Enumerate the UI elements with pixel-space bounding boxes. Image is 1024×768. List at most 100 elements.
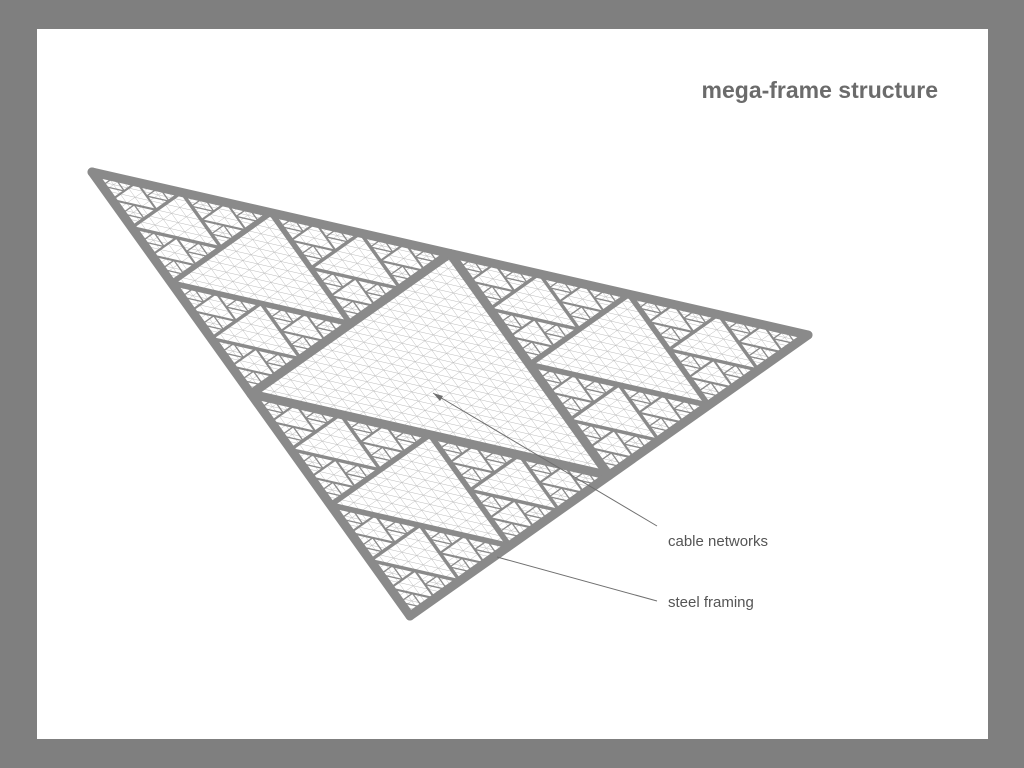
steel-member [364, 282, 379, 293]
steel-member [499, 322, 523, 329]
steel-member [474, 539, 488, 551]
steel-member [581, 306, 593, 322]
steel-member [290, 344, 314, 351]
steel-member [548, 287, 573, 294]
steel-member [551, 368, 563, 385]
steel-member [265, 361, 289, 369]
steel-member [315, 317, 329, 329]
steel-member [479, 494, 493, 505]
steel-member [210, 224, 225, 235]
steel-member [402, 265, 414, 281]
steel-member [235, 215, 260, 223]
steel-member [252, 370, 265, 386]
steel-member [429, 538, 453, 546]
cable-line [118, 208, 776, 359]
cable-line [350, 304, 674, 533]
cable-line [138, 236, 751, 377]
steel-member [531, 341, 543, 357]
cable-line [336, 297, 645, 515]
steel-member [352, 509, 364, 525]
steel-member [459, 266, 483, 274]
steel-member [623, 434, 638, 445]
steel-member [471, 466, 483, 483]
steel-member [678, 362, 702, 370]
steel-member [439, 439, 454, 450]
steel-member [543, 332, 568, 339]
cable-line [345, 229, 552, 517]
steel-member [558, 396, 573, 407]
cable-line [164, 273, 718, 400]
cable-line [283, 440, 568, 506]
cable-line [363, 310, 704, 552]
cable-line [257, 403, 601, 482]
steel-framing-label: steel framing [668, 594, 754, 611]
steel-member [327, 317, 339, 334]
steel-member [357, 464, 369, 480]
steel-member [491, 285, 503, 301]
outer-frame [87, 167, 813, 621]
cable-line [524, 270, 651, 447]
cable-line [181, 192, 460, 582]
cable-line [255, 209, 502, 552]
cable-line [270, 263, 495, 422]
steel-member [568, 314, 593, 322]
steel-member [670, 326, 682, 342]
cable-line [336, 514, 502, 552]
steel-member [439, 447, 463, 455]
steel-member [282, 307, 294, 324]
cable-line [164, 209, 257, 274]
steel-member [499, 313, 513, 324]
steel-member [640, 389, 652, 405]
cable-line [230, 366, 635, 459]
cable-line [191, 310, 684, 424]
steel-member [280, 225, 304, 233]
steel-member [300, 253, 324, 261]
steel-member [290, 335, 304, 346]
steel-member [185, 242, 200, 253]
cable-line [124, 188, 167, 219]
steel-member [362, 418, 374, 435]
steel-member [272, 398, 284, 414]
steel-member [270, 316, 294, 324]
mega-frame-diagram [87, 167, 813, 621]
steel-member [578, 424, 593, 435]
steel-member [302, 335, 314, 351]
steel-member [548, 487, 563, 498]
cable-line [315, 222, 535, 529]
cable-line [158, 264, 726, 394]
cable-line [226, 202, 485, 564]
steel-member [389, 274, 414, 281]
steel-member [583, 387, 608, 395]
cable-line [356, 307, 689, 543]
steel-member [198, 242, 210, 258]
steel-member [277, 353, 289, 369]
steel-member [332, 481, 344, 497]
slide-title: mega-frame structure [701, 77, 938, 103]
cable-line [554, 277, 668, 435]
steel-member [320, 272, 334, 283]
steel-member [648, 417, 662, 428]
steel-member [558, 405, 583, 412]
steel-member [394, 428, 409, 440]
steel-member [528, 468, 553, 475]
cable-line [204, 229, 346, 330]
steel-member [673, 399, 687, 410]
outer-frame-edge [87, 167, 813, 340]
cable-line [370, 314, 719, 561]
cable-line [323, 495, 519, 541]
steel-member [429, 529, 444, 540]
cable-line [310, 283, 585, 478]
cable-networks-label: cable networks [668, 533, 769, 550]
steel-member [451, 439, 463, 455]
steel-member [747, 346, 762, 357]
cable-line [376, 569, 452, 587]
steel-member [459, 466, 473, 478]
steel-member [237, 297, 250, 313]
cable-line [230, 243, 406, 367]
cable-line [343, 300, 660, 524]
steel-member [396, 519, 409, 535]
cable-networks-arrowhead [433, 393, 443, 401]
steel-member [697, 381, 712, 393]
cable-networks-leader-line [432, 392, 658, 527]
steel-member [484, 458, 508, 465]
